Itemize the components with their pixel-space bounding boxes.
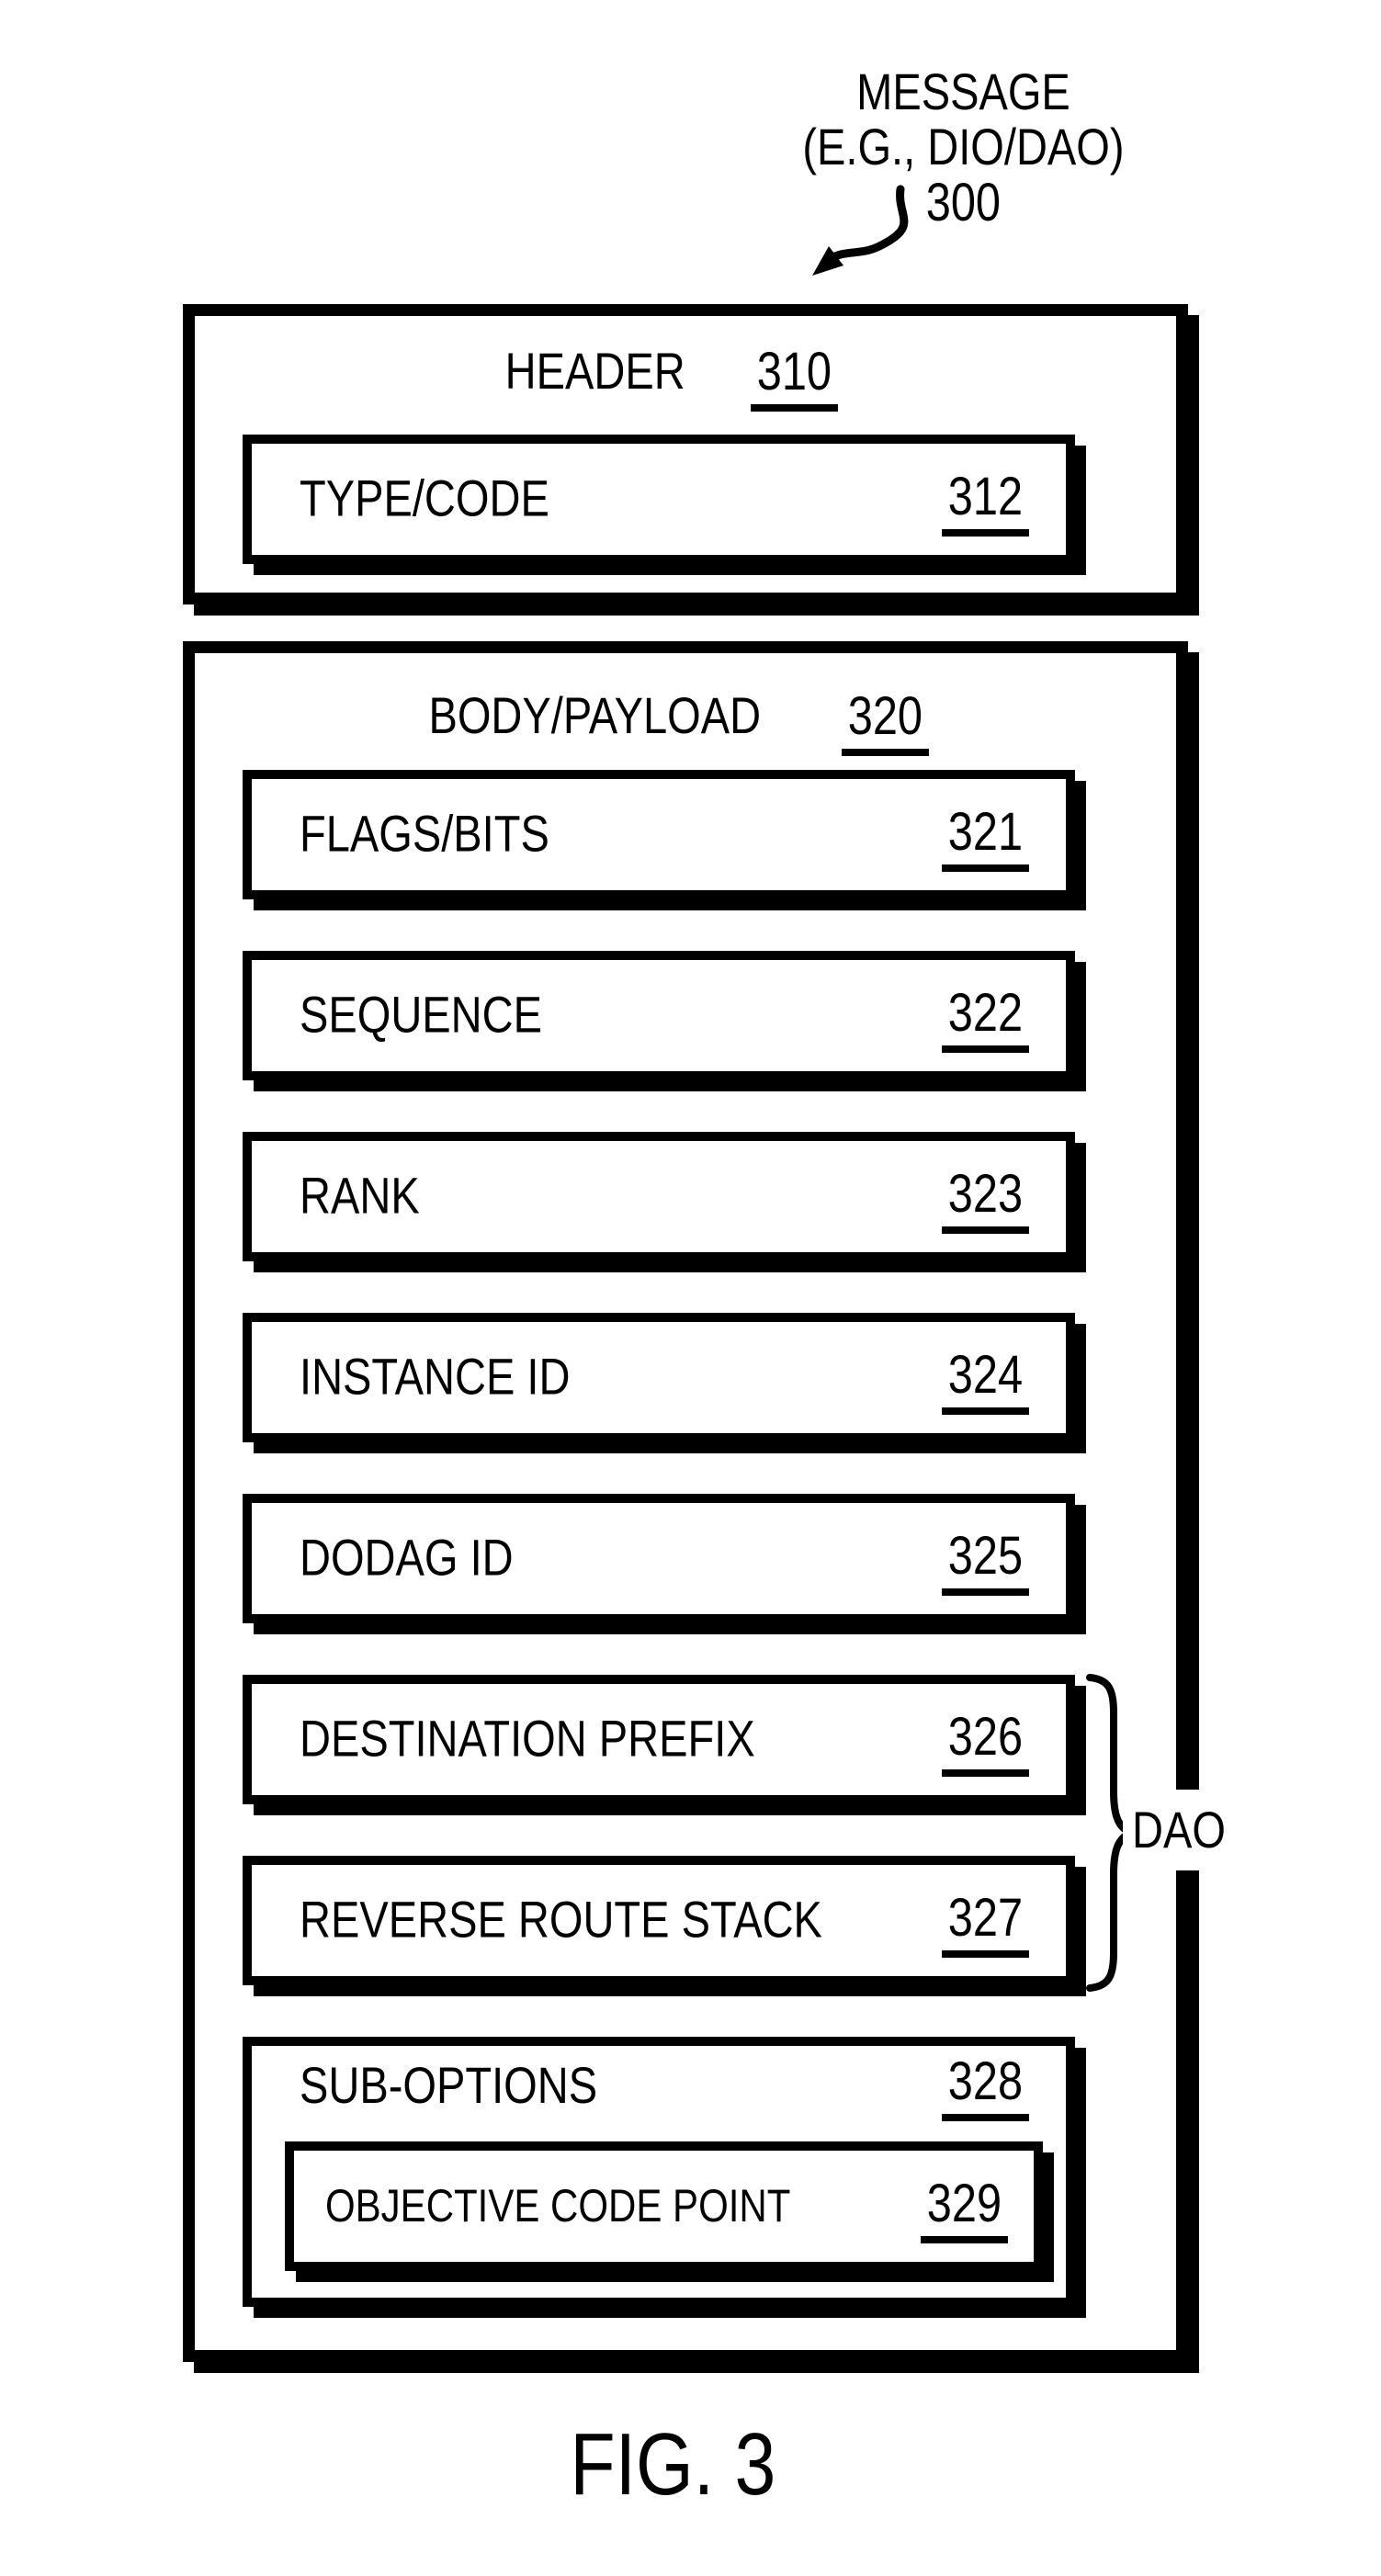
field-label: SUB-OPTIONS: [300, 2056, 598, 2114]
field-label: DESTINATION PREFIX: [300, 1709, 755, 1768]
body-box-title: BODY/PAYLOAD 320: [158, 686, 1176, 756]
field-ref-321: 321: [942, 802, 1029, 872]
field-ref-325: 325: [942, 1526, 1029, 1596]
field-ref-328: 328: [942, 2051, 1029, 2121]
field-flags-bits: FLAGS/BITS 321: [243, 770, 1075, 899]
field-ref-326: 326: [942, 1707, 1029, 1777]
field-ref-329: 329: [921, 2174, 1008, 2243]
body-box: BODY/PAYLOAD 320 FLAGS/BITS 321 SEQUENCE…: [183, 641, 1188, 2362]
header-box: HEADER 310 TYPE/CODE 312: [183, 304, 1188, 604]
field-label: DODAG ID: [300, 1528, 514, 1587]
callout-ref-300: 300: [925, 173, 1001, 232]
field-label: OBJECTIVE CODE POINT: [325, 2179, 791, 2231]
field-ref-322: 322: [942, 983, 1029, 1053]
field-label: FLAGS/BITS: [300, 804, 549, 863]
field-ref-323: 323: [942, 1164, 1029, 1234]
message-callout: MESSAGE (E.G., DIO/DAO) 300: [733, 64, 1193, 232]
field-ref-327: 327: [942, 1888, 1029, 1958]
callout-line-2: (E.G., DIO/DAO): [801, 118, 1125, 175]
field-label: RANK: [300, 1166, 420, 1225]
field-destination-prefix: DESTINATION PREFIX 326: [243, 1675, 1075, 1804]
field-label: SEQUENCE: [300, 985, 543, 1044]
callout-line-1: MESSAGE: [855, 62, 1070, 120]
field-label: REVERSE ROUTE STACK: [300, 1890, 822, 1949]
header-ref-310: 310: [751, 342, 839, 412]
field-dodag-id: DODAG ID 325: [243, 1494, 1075, 1623]
field-sub-options: SUB-OPTIONS 328 OBJECTIVE CODE POINT 329: [243, 2037, 1075, 2307]
field-reverse-route-stack: REVERSE ROUTE STACK 327: [243, 1856, 1075, 1985]
header-title-text: HEADER: [504, 342, 685, 400]
field-ref-324: 324: [942, 1345, 1029, 1415]
field-ref-312: 312: [942, 467, 1029, 537]
body-ref-320: 320: [841, 686, 929, 756]
field-rank: RANK 323: [243, 1132, 1075, 1261]
field-type-code: TYPE/CODE 312: [243, 435, 1075, 564]
figure-caption: FIG. 3: [570, 2415, 776, 2514]
header-box-title: HEADER 310: [158, 342, 1176, 412]
field-label: INSTANCE ID: [300, 1347, 571, 1406]
field-objective-code-point: OBJECTIVE CODE POINT 329: [285, 2141, 1043, 2271]
callout-arrowhead-icon: [812, 246, 843, 276]
field-instance-id: INSTANCE ID 324: [243, 1313, 1075, 1442]
body-title-text: BODY/PAYLOAD: [428, 686, 762, 744]
dao-brace-label: DAO: [1123, 1790, 1253, 1870]
field-label: TYPE/CODE: [300, 469, 549, 527]
field-sequence: SEQUENCE 322: [243, 951, 1075, 1080]
